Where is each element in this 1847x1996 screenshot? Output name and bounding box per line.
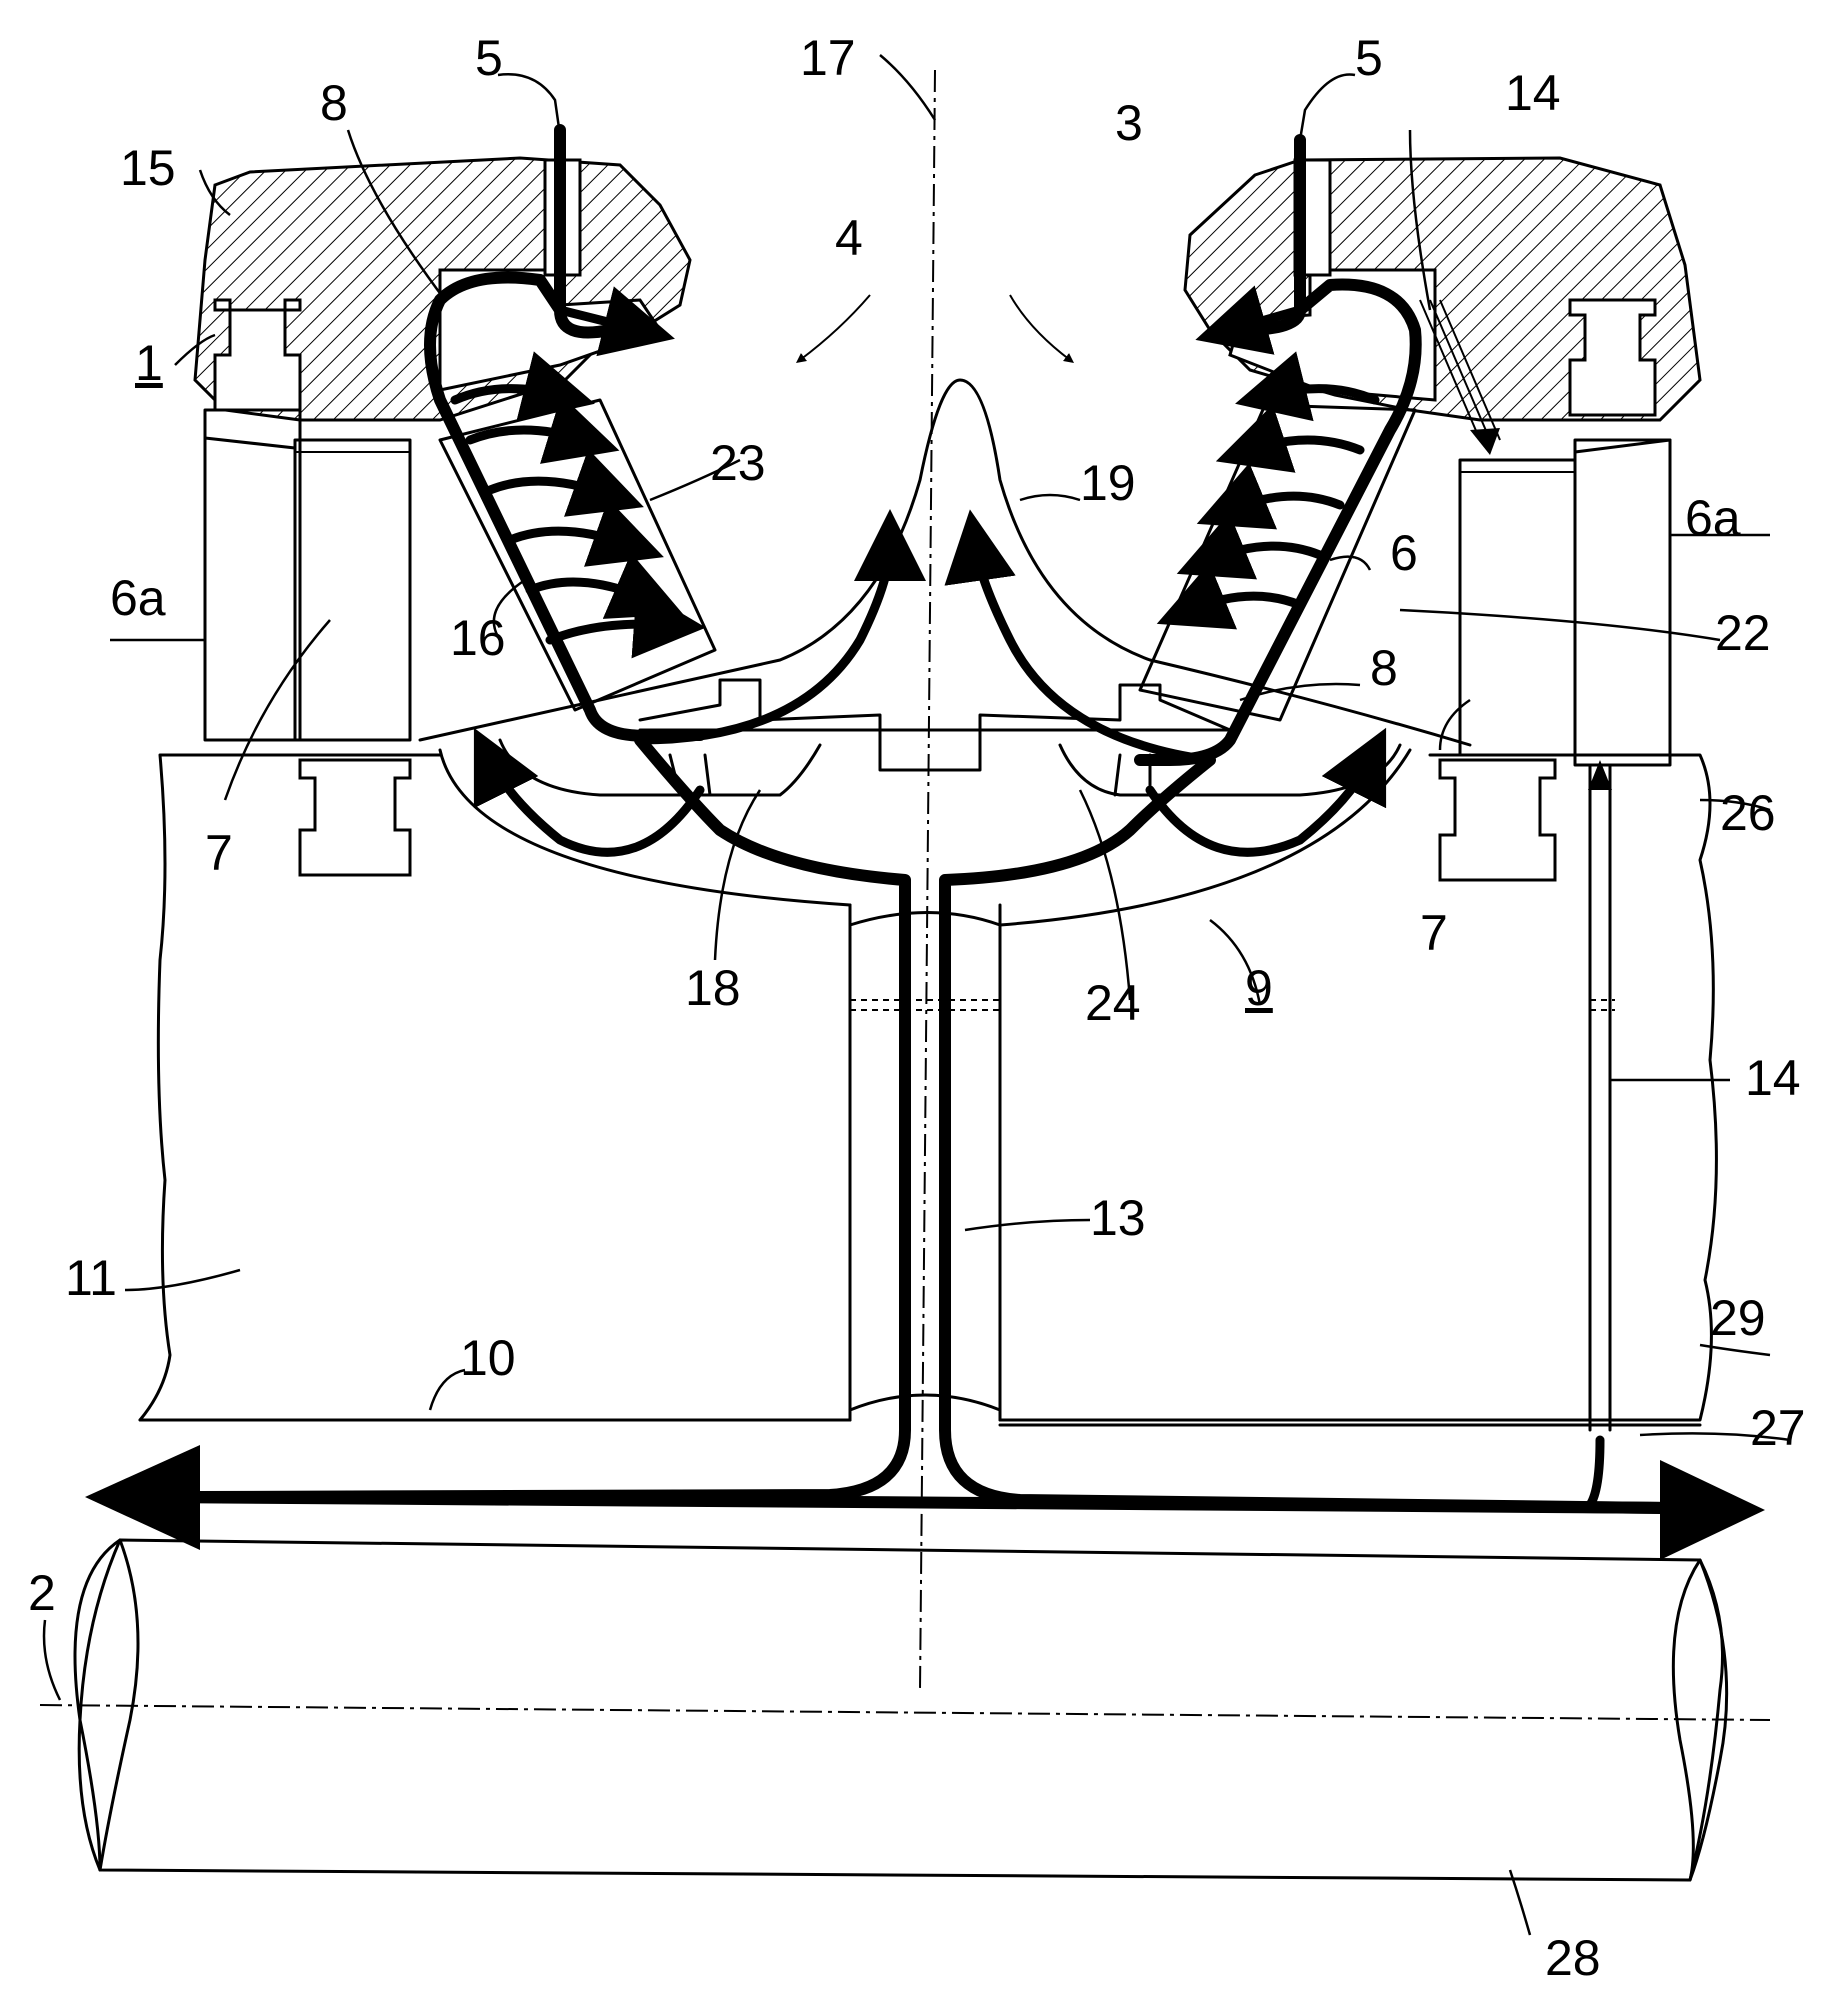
label-5-left: 5 xyxy=(475,30,503,86)
label-24: 24 xyxy=(1085,975,1141,1031)
flow-left-hub xyxy=(640,545,890,740)
label-28: 28 xyxy=(1545,1930,1601,1986)
label-27: 27 xyxy=(1750,1400,1806,1456)
rotor-outline-left xyxy=(140,755,850,1420)
label-4: 4 xyxy=(835,210,863,266)
label-6a-right: 6a xyxy=(1685,490,1741,546)
blade-7-left xyxy=(295,440,410,740)
label-7-left: 7 xyxy=(205,825,233,881)
label-13: 13 xyxy=(1090,1190,1146,1246)
label-7-right: 7 xyxy=(1420,905,1448,961)
label-22: 22 xyxy=(1715,605,1771,661)
axial-arrow-left xyxy=(85,1445,200,1550)
cavity-9 xyxy=(440,750,1410,925)
vane-6a-left xyxy=(205,410,300,740)
label-29: 29 xyxy=(1710,1290,1766,1346)
axis-2 xyxy=(40,1705,1770,1720)
t-slot-left-bottom xyxy=(300,760,410,875)
passage-14 xyxy=(1590,765,1610,1430)
arrow-4-left xyxy=(800,295,870,360)
label-2: 2 xyxy=(28,1565,56,1621)
t-slot-right-bottom xyxy=(1440,760,1555,880)
axis-17 xyxy=(920,70,935,1690)
shaft-28 xyxy=(79,1540,1722,1880)
blade-7-right xyxy=(1460,460,1575,755)
label-8-right: 8 xyxy=(1370,640,1398,696)
label-26: 26 xyxy=(1720,785,1776,841)
vane-6a-right xyxy=(1575,440,1670,765)
label-1: 1 xyxy=(135,335,163,391)
axial-arrow-right xyxy=(1660,1460,1765,1560)
flow-right-down xyxy=(945,760,1210,905)
label-23: 23 xyxy=(710,435,766,491)
label-16: 16 xyxy=(450,610,506,666)
label-6: 6 xyxy=(1390,525,1418,581)
label-5-right: 5 xyxy=(1355,30,1383,86)
label-10: 10 xyxy=(460,1330,516,1386)
label-9: 9 xyxy=(1245,960,1273,1016)
flow-bore-right xyxy=(945,900,1660,1508)
label-3: 3 xyxy=(1115,95,1143,151)
label-14-top: 14 xyxy=(1505,65,1561,121)
flow-vane-right-arrows xyxy=(1190,389,1375,610)
label-6a-left: 6a xyxy=(110,570,166,626)
label-17: 17 xyxy=(800,30,856,86)
label-18: 18 xyxy=(685,960,741,1016)
arrow-4-right xyxy=(1010,295,1070,360)
label-14-right: 14 xyxy=(1745,1050,1801,1106)
flow-right-rim xyxy=(1150,760,1370,852)
label-8-left: 8 xyxy=(320,75,348,131)
label-15: 15 xyxy=(120,140,176,196)
flow-bore-left xyxy=(200,900,905,1497)
label-19: 19 xyxy=(1080,455,1136,511)
flow-vane-left-arrows xyxy=(455,389,670,640)
flow-right-hub xyxy=(975,545,1210,760)
label-11: 11 xyxy=(65,1250,117,1306)
